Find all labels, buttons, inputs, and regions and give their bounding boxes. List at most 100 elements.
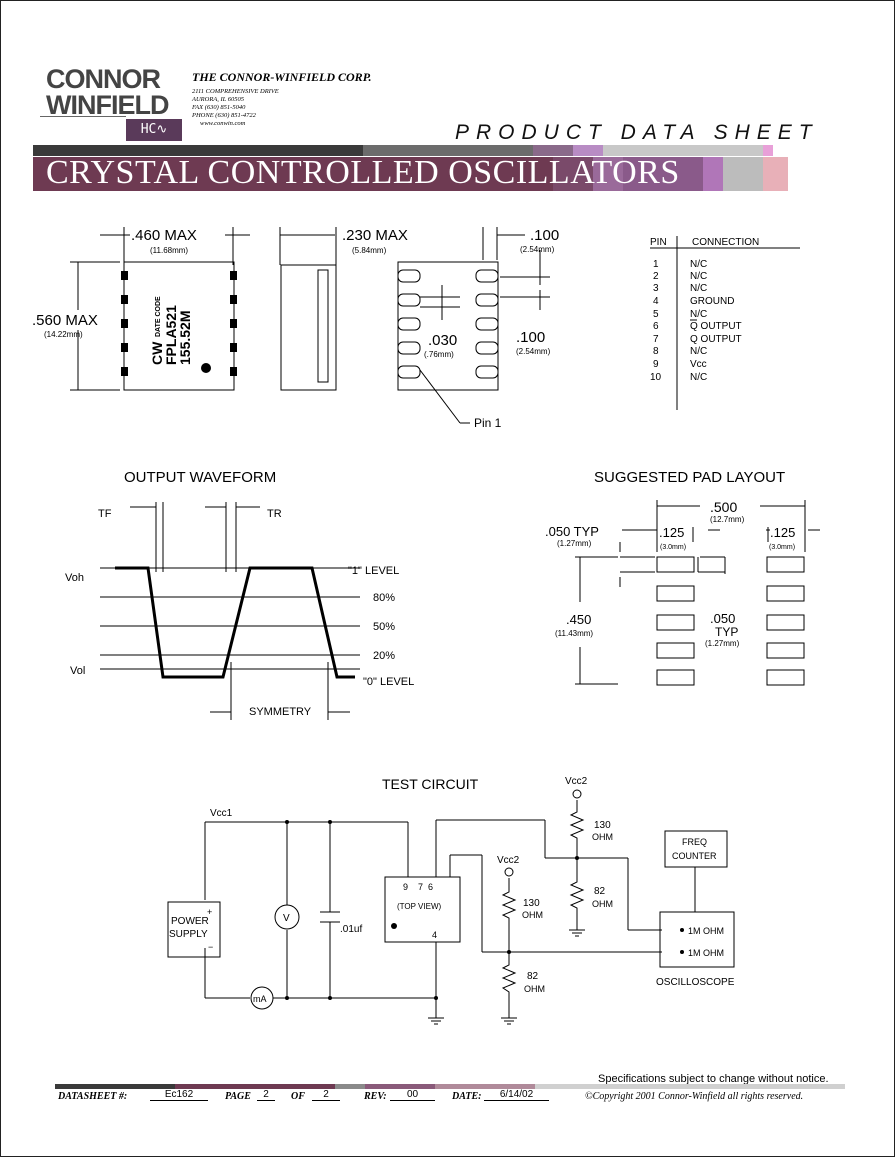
pitch-dim: .100 [530,227,559,244]
package-drawing: .460 MAX (11.68mm) .230 MAX (5.84mm) .56… [32,227,559,430]
vcc2-label: Vcc2 [565,776,588,787]
r130b-unit: OHM [522,910,543,920]
logo-line-2: WINFIELD [46,90,169,120]
marking-date-code: DATE CODE [155,296,162,337]
date-label: DATE: [452,1091,482,1102]
pitch-mm: (2.54mm) [520,245,555,254]
pin-number: 1 [653,259,659,270]
copyright: ©Copyright 2001 Connor-Winfield all righ… [585,1091,804,1102]
pin-connection: Vcc [690,359,707,370]
height-mm: (14.22mm) [44,330,83,339]
company-address: 2111 COMPREHENSIVE DRIVE AURORA, IL 6050… [192,88,352,128]
p80-label: 80% [373,592,395,604]
oscilloscope-label: OSCILLOSCOPE [656,977,735,988]
page-label: PAGE [225,1091,251,1102]
pin-connection: N/C [690,346,707,357]
test-circuit-title: TEST CIRCUIT [382,776,479,792]
pin-number: 10 [650,372,662,383]
pad-width2: .125 [770,525,795,540]
output-waveform: OUTPUT WAVEFORM TF TR Voh Vol "1" LEVEL … [65,469,414,720]
pin1-label: Pin 1 [474,416,502,430]
marking-brand: CW [149,341,165,365]
pin-number: 3 [653,283,659,294]
pin-connection: GROUND [690,296,734,307]
pin-connection: N/C [690,283,707,294]
pin-number: 8 [653,346,659,357]
logo-mark: HC∿ [126,119,182,141]
company-logo: CONNOR WINFIELD [46,66,186,120]
logo-rule [40,116,126,117]
banner-title: CRYSTAL CONTROLLED OSCILLATORS [46,154,680,191]
dut-pin4: 4 [432,930,437,940]
pin-number: 2 [653,271,659,282]
spec-note: Specifications subject to change without… [598,1073,829,1085]
pitch2-mm: (2.54mm) [516,347,551,356]
voltmeter-label: V [283,913,290,924]
width-dim: .460 MAX [131,227,197,244]
svg-text:+: + [207,907,212,917]
marking-freq: 155.52M [177,311,193,365]
freq-counter-label: FREQ [682,837,707,847]
pad-layout: SUGGESTED PAD LAYOUT .500 (12.7mm) .050 … [545,469,820,686]
typ2-typ: TYP [715,625,738,639]
pad-width2-mm: (3.0mm) [769,544,795,551]
pin-connection: Q OUTPUT [690,321,742,332]
height-dim: .560 MAX [32,312,98,329]
pin-connection: Q OUTPUT [690,334,742,345]
datasheet-value: Ec162 [150,1089,208,1101]
datasheet-label: DATASHEET #: [58,1091,128,1102]
r82a-unit: OHM [592,899,613,909]
rev-label: REV: [364,1091,387,1102]
pin-connection: N/C [690,271,707,282]
date-value: 6/14/02 [484,1089,549,1101]
depth-mm: (5.84mm) [352,246,387,255]
pin-number: 5 [653,309,659,320]
power-supply-label: POWER [171,916,209,927]
footer-bar [55,1084,845,1089]
r130a: 130 [594,820,611,831]
pin-table-header: CONNECTION [692,237,759,248]
dut-label: (TOP VIEW) [397,902,441,911]
vol-label: Vol [70,665,85,677]
typ1-dim: .050 TYP [545,524,599,539]
capacitor-label: .01uf [340,924,362,935]
banner-strip [33,145,833,156]
scope-input-1: 1M OHM [688,926,724,936]
address-line: AURORA, IL 60505 [192,96,245,103]
banner [33,157,788,191]
of-value: 2 [312,1089,340,1101]
height-mm: (11.43mm) [555,629,593,638]
typ2-dim: .050 [710,611,735,626]
voh-label: Voh [65,572,84,584]
span-mm: (12.7mm) [710,515,745,524]
span-dim: .500 [710,499,737,515]
r130a-unit: OHM [592,832,613,842]
scope-input-2: 1M OHM [688,948,724,958]
p20-label: 20% [373,650,395,662]
p50-label: 50% [373,621,395,633]
r130b: 130 [523,898,540,909]
pin-table-header: PIN [650,237,667,248]
level0-label: "0" LEVEL [363,676,414,688]
doc-type: PRODUCT DATA SHEET [455,121,819,144]
pad-layout-title: SUGGESTED PAD LAYOUT [594,469,785,486]
address-line: www.conwin.com [200,120,246,127]
pin-connection: N/C [690,259,707,270]
address-line: FAX (630) 851-5040 [192,104,246,111]
height-dim: .450 [566,612,591,627]
rev-value: 00 [390,1089,435,1101]
pin-connection: N/C [690,372,707,383]
symmetry-label: SYMMETRY [249,706,312,718]
width-mm: (11.68mm) [150,246,188,255]
page-value: 2 [257,1089,275,1101]
svg-text:−: − [208,942,213,952]
marking-part: FPLA521 [163,305,179,365]
level1-label: "1" LEVEL [348,565,399,577]
pin-number: 4 [653,296,659,307]
pad-dim: .030 [428,332,457,349]
address-line: 2111 COMPREHENSIVE DRIVE [192,88,279,95]
vcc2-label: Vcc2 [497,855,520,866]
of-label: OF [291,1091,305,1102]
pitch2-dim: .100 [516,329,545,346]
